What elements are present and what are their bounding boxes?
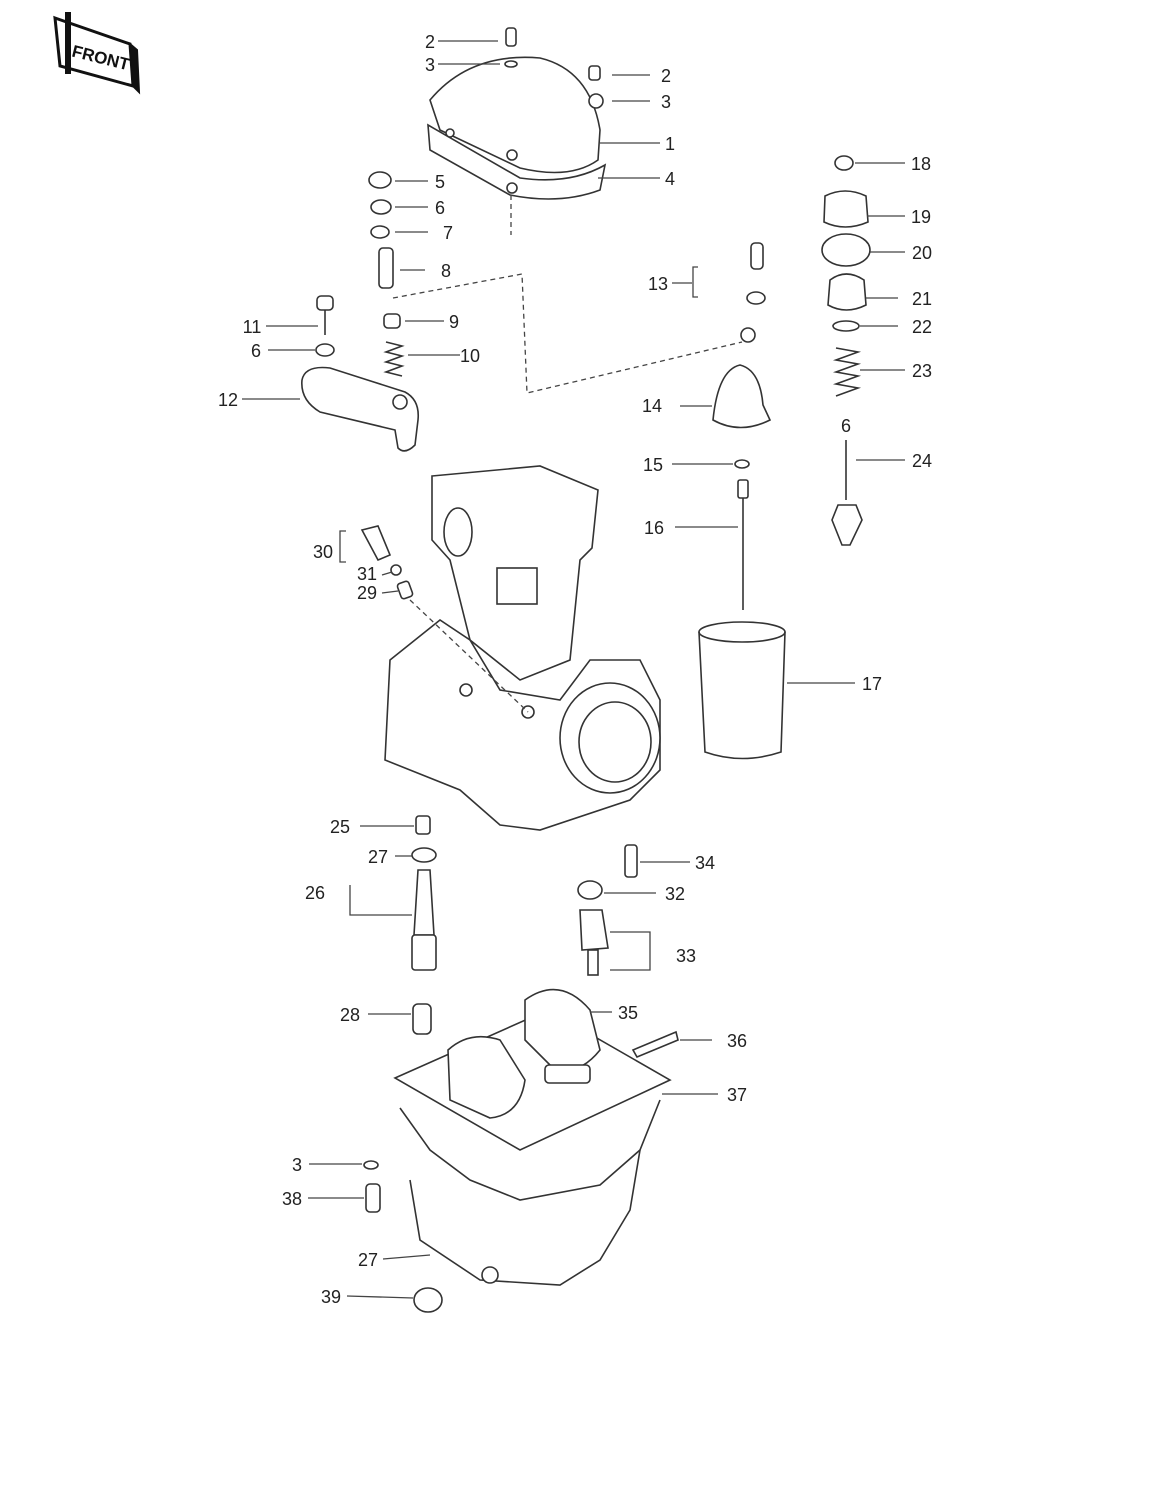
label-34: 34 [695,853,715,873]
label-30: 30 [313,542,333,562]
label-8: 8 [441,261,451,281]
front-badge: FRONT [53,12,141,95]
label-29: 29 [357,583,377,603]
label-3: 3 [661,92,671,112]
diaphragm-stack-part [821,155,871,546]
lever-arm-part [301,295,420,452]
label-36: 36 [727,1031,747,1051]
label-6: 6 [435,198,445,218]
label-21: 21 [912,289,932,309]
label-32: 32 [665,884,685,904]
label-6: 6 [251,341,261,361]
pilot-jet-part [577,844,638,976]
label-27: 27 [368,847,388,867]
label-19: 19 [911,207,931,227]
label-26: 26 [305,883,325,903]
label-6: 6 [841,416,851,436]
label-3: 3 [292,1155,302,1175]
adjuster-parts [368,171,405,377]
main-jet-stack-part [411,815,437,1035]
label-9: 9 [449,312,459,332]
label-23: 23 [912,361,932,381]
label-20: 20 [912,243,932,263]
label-31: 31 [357,564,377,584]
callout-labels: 2 3 2 3 1 4 5 6 7 8 9 10 11 6 12 13 14 1… [218,32,932,1307]
label-12: 12 [218,390,238,410]
label-5: 5 [435,172,445,192]
label-13: 13 [648,274,668,294]
label-15: 15 [643,455,663,475]
label-37: 37 [727,1085,747,1105]
bracket-part [712,242,772,610]
label-28: 28 [340,1005,360,1025]
label-27: 27 [358,1250,378,1270]
label-24: 24 [912,451,932,471]
screw-2-top [504,27,604,109]
label-4: 4 [665,169,675,189]
label-17: 17 [862,674,882,694]
label-38: 38 [282,1189,302,1209]
pilot-screw-part [360,525,529,713]
label-16: 16 [644,518,664,538]
label-25: 25 [330,817,350,837]
label-35: 35 [618,1003,638,1023]
label-3: 3 [425,55,435,75]
label-39: 39 [321,1287,341,1307]
label-11: 11 [243,317,262,337]
label-14: 14 [642,396,662,416]
label-2: 2 [425,32,435,52]
label-33: 33 [676,946,696,966]
carburetor-body-part [384,465,661,831]
label-18: 18 [911,154,931,174]
label-1: 1 [665,134,675,154]
leader-lines [242,40,905,1299]
piston-slide-part [698,621,786,760]
top-cover-part [427,56,607,200]
label-22: 22 [912,317,932,337]
float-bowl-part [363,988,679,1313]
label-2: 2 [661,66,671,86]
label-10: 10 [460,346,480,366]
label-7: 7 [443,223,453,243]
